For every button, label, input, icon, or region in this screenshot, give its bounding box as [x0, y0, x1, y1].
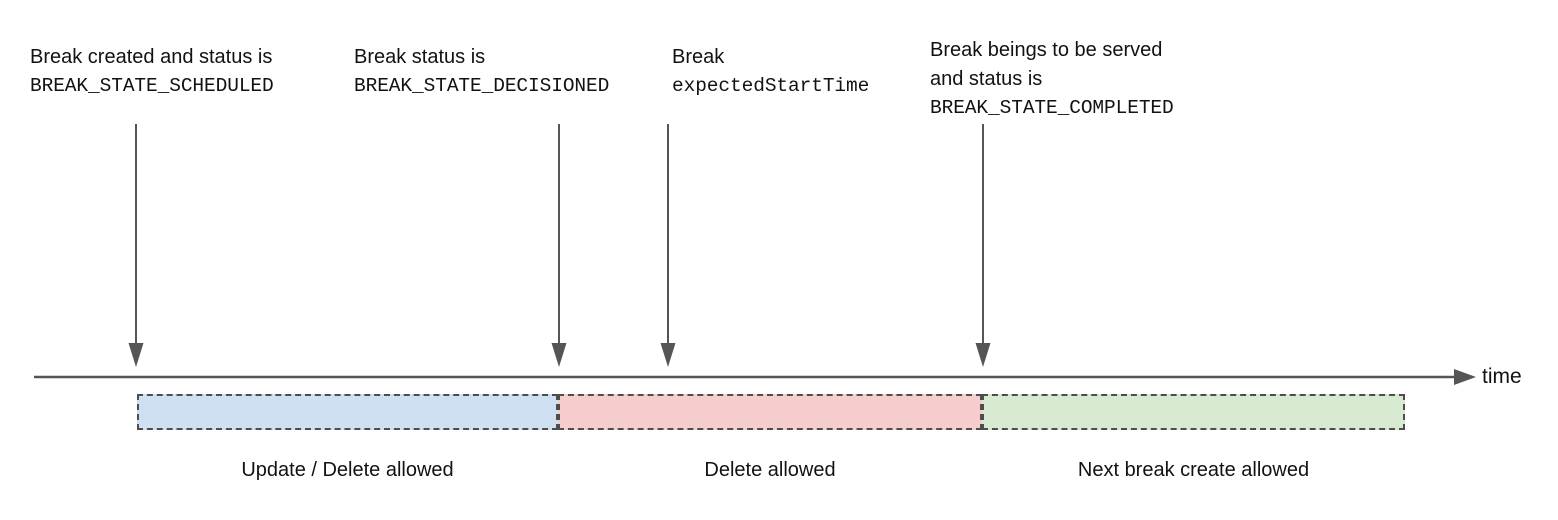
event-label-break-completed: Break beings to be served and status is BR… [930, 36, 1174, 123]
event-arrow-break-decisioned [550, 124, 568, 367]
event-label-line: BREAK_STATE_DECISIONED [354, 75, 610, 97]
phase-bar-next-break-create [982, 394, 1405, 430]
phase-bar-update-delete [137, 394, 558, 430]
phase-caption-next-break-create: Next break create allowed [1077, 459, 1310, 481]
event-label-line: and status is [930, 68, 1043, 90]
event-label-line: Break created and status is [30, 46, 273, 68]
event-arrow-break-created [127, 124, 145, 367]
event-label-break-created: Break created and status is BREAK_STATE_S… [30, 43, 274, 101]
event-label-line: BREAK_STATE_SCHEDULED [30, 75, 274, 97]
event-label-break-expected-start-time: Break expectedStartTime [672, 43, 869, 101]
event-label-line: BREAK_STATE_COMPLETED [930, 97, 1174, 119]
event-label-line: expectedStartTime [672, 75, 870, 97]
phase-caption-delete-only: Delete allowed [704, 459, 836, 481]
event-label-line: Break [672, 46, 725, 68]
event-arrow-break-completed [974, 124, 992, 367]
event-arrow-break-expected-start-time [659, 124, 677, 367]
time-axis-label: time [1482, 365, 1522, 388]
event-label-line: Break beings to be served [930, 39, 1163, 61]
event-label-line: Break status is [354, 46, 486, 68]
phase-bar-delete-only [558, 394, 982, 430]
event-label-break-decisioned: Break status is BREAK_STATE_DECISIONED [354, 43, 609, 101]
phase-caption-update-delete: Update / Delete allowed [241, 459, 454, 481]
time-axis [30, 360, 1478, 394]
